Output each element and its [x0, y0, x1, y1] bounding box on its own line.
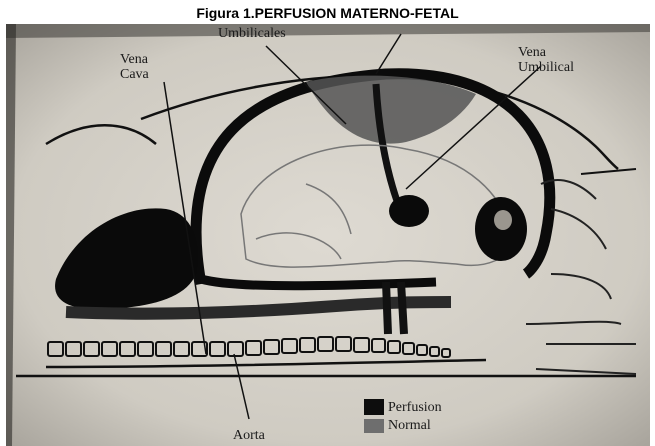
figure-title: Figura 1.PERFUSION MATERNO-FETAL	[0, 2, 655, 24]
diagram-photo	[6, 24, 650, 446]
legend-swatch-perfusion	[364, 399, 384, 415]
label-vena-cava-line2: Cava	[120, 67, 149, 82]
legend-label-normal: Normal	[388, 418, 431, 433]
label-vena-cava-line1: Vena	[120, 52, 148, 67]
label-vena-umbilical-line1: Vena	[518, 45, 546, 60]
legend-label-perfusion: Perfusion	[388, 400, 442, 415]
label-vena-umbilical-line2: Umbilical	[518, 60, 574, 75]
fetal-organ-perfused	[389, 195, 429, 227]
label-aorta: Aorta	[233, 428, 265, 443]
fetal-head-highlight	[494, 210, 512, 230]
label-umbilicales: Umbilicales	[218, 26, 286, 41]
maternal-fetal-perfusion-diagram	[6, 24, 650, 446]
legend-swatch-normal	[364, 419, 384, 433]
